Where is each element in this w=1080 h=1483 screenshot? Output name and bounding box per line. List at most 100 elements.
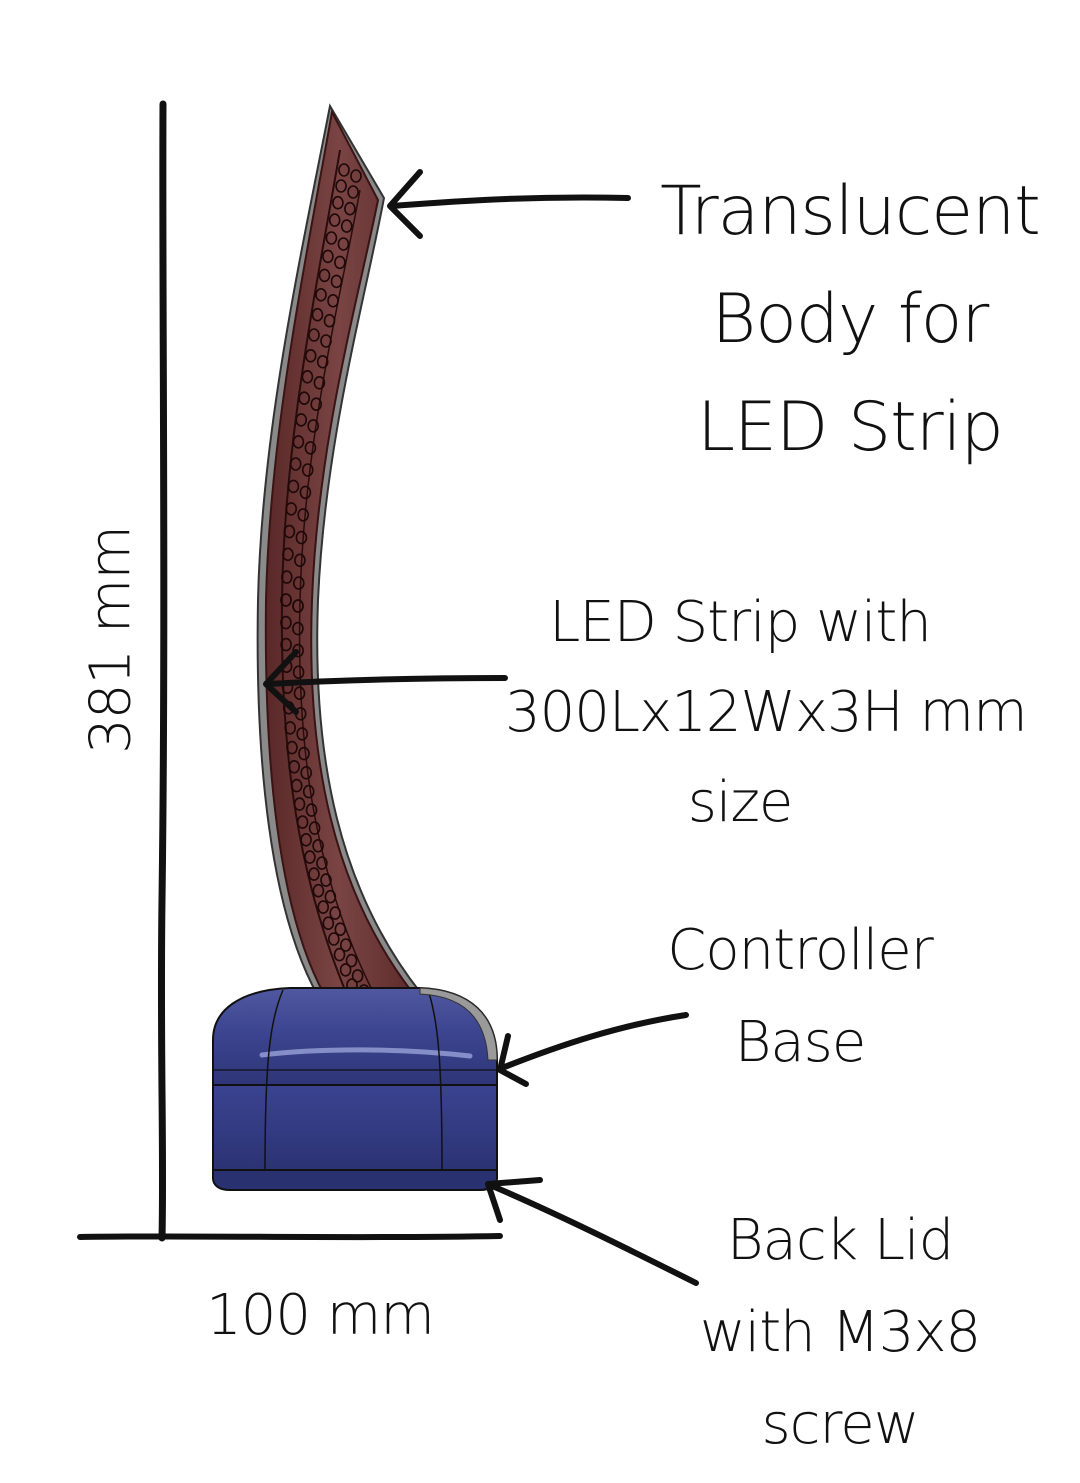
led-dot: [287, 479, 300, 494]
label-controller-base: Controller Base: [660, 905, 940, 1089]
led-dot: [280, 637, 292, 652]
led-dot: [347, 185, 359, 199]
label-line: LED Strip with: [549, 590, 932, 655]
led-dot: [338, 163, 350, 177]
height-dimension-label: 381 mm: [78, 526, 144, 754]
led-dot: [298, 746, 310, 761]
led-dot: [293, 797, 306, 811]
led-dot: [324, 889, 337, 904]
led-dot: [308, 867, 320, 881]
led-dot: [339, 963, 352, 977]
led-dot: [292, 621, 304, 636]
led-dot: [325, 231, 338, 245]
label-line: LED Strip: [697, 388, 1004, 467]
led-dot: [301, 369, 314, 384]
led-dot: [344, 201, 356, 216]
led-dot: [333, 947, 346, 962]
led-dot: [350, 169, 362, 183]
label-translucent-body: Translucent Body for LED Strip: [650, 158, 1050, 482]
led-dot: [351, 969, 364, 983]
led-dot: [328, 213, 341, 227]
led-dot: [340, 219, 353, 233]
label-line: Controller: [667, 918, 933, 983]
led-dot: [280, 570, 293, 584]
back-lid: [212, 1169, 498, 1191]
label-led-strip: LED Strip with 300Lx12Wx3H mm size: [505, 578, 1028, 848]
led-dot: [334, 255, 346, 270]
controller-base-highlight: [259, 1047, 473, 1059]
led-dot: [298, 391, 311, 406]
arrow-translucent-body: [387, 169, 631, 239]
led-dot: [304, 441, 317, 455]
led-dot: [292, 576, 305, 590]
led-dot: [317, 900, 330, 914]
label-back-lid: Back Lid with M3x8 screw: [690, 1195, 990, 1471]
led-dot: [339, 938, 352, 952]
led-dot: [304, 348, 317, 363]
led-dot: [292, 665, 305, 680]
arrow-controller-base: [497, 1012, 689, 1087]
led-dot: [337, 237, 350, 251]
led-dot: [345, 953, 358, 968]
label-line: size: [687, 770, 794, 835]
label-line: with M3x8: [699, 1300, 981, 1365]
led-dot: [327, 293, 339, 308]
led-dot: [327, 932, 340, 946]
led-strip-edge: [280, 149, 346, 991]
led-dot: [334, 922, 347, 937]
arrow-back-lid: [485, 1177, 699, 1286]
led-dot: [330, 274, 343, 289]
led-dot: [308, 328, 320, 342]
led-dot: [305, 803, 318, 817]
led-dot: [320, 873, 332, 887]
led-dot: [300, 765, 313, 780]
led-dot: [286, 740, 298, 755]
led-dot: [283, 524, 296, 539]
led-dot: [296, 815, 309, 829]
led-dot: [320, 334, 332, 348]
led-dot: [307, 419, 320, 433]
led-dot: [335, 179, 347, 193]
led-dot: [294, 553, 306, 568]
led-dot: [301, 463, 314, 477]
height-dimension-line: [157, 100, 168, 1242]
led-dot: [318, 268, 331, 283]
led-dot: [280, 593, 292, 607]
led-dot: [304, 850, 316, 864]
led-dot: [316, 856, 328, 870]
led-dot: [295, 413, 308, 427]
led-dot: [289, 457, 302, 471]
led-dot: [292, 599, 304, 613]
led-dot: [312, 838, 324, 853]
label-line: Body for: [711, 280, 990, 359]
led-dot: [322, 249, 334, 264]
led-dot: [312, 883, 325, 898]
led-dot: [284, 721, 297, 735]
led-dot: [285, 502, 298, 516]
led-dot: [295, 530, 308, 545]
led-dot: [292, 435, 305, 449]
base-seam-left: [264, 989, 284, 1171]
label-line: Back Lid: [726, 1208, 954, 1273]
label-line: screw: [761, 1392, 919, 1457]
base-seam-right: [427, 989, 443, 1171]
led-dot: [310, 397, 323, 412]
led-dot: [313, 375, 326, 390]
label-line: Base: [734, 1010, 867, 1075]
led-dot: [290, 778, 303, 793]
controller-base-lower: [212, 1084, 498, 1171]
led-dot: [300, 832, 312, 847]
led-dot: [322, 916, 335, 931]
label-line: Translucent: [660, 172, 1041, 251]
led-dot: [311, 307, 324, 322]
led-dot: [288, 759, 301, 774]
label-line: 300Lx12Wx3H mm: [505, 680, 1028, 745]
led-dot: [293, 686, 306, 701]
led-dot: [332, 195, 344, 210]
led-dot: [302, 784, 315, 799]
width-dimension-line: [77, 1233, 503, 1241]
led-dot: [329, 906, 342, 920]
led-dot: [323, 313, 336, 328]
